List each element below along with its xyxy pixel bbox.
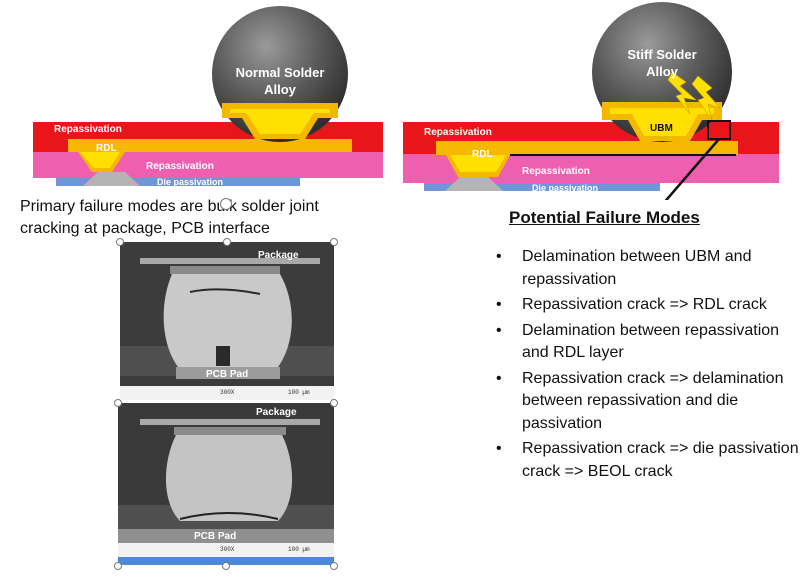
right-cross-section-diagram bbox=[403, 2, 779, 200]
right-crack-bolt-2 bbox=[691, 75, 721, 121]
right-rdl-inner bbox=[450, 155, 506, 172]
selection-handle-bottom-right[interactable] bbox=[330, 562, 338, 570]
right-callout-line bbox=[664, 138, 720, 200]
right-die-passivation-layer bbox=[424, 181, 660, 191]
rotation-handle-icon[interactable] bbox=[220, 198, 232, 210]
right-die-passivation-label: Die passivation bbox=[532, 183, 599, 193]
sem-top-package-label: Package bbox=[258, 250, 299, 261]
sem-top-graphic bbox=[120, 242, 334, 400]
left-rdl-label: RDL bbox=[96, 143, 117, 154]
sem-top-magnification: 300X bbox=[220, 389, 235, 396]
selection-handle-middle-left[interactable] bbox=[114, 399, 122, 407]
selection-handle-top-right[interactable] bbox=[330, 238, 338, 246]
right-rdl-label: RDL bbox=[472, 149, 493, 160]
list-item: • Delamination between repassivation and … bbox=[496, 320, 806, 365]
selection-handle-middle-right[interactable] bbox=[330, 399, 338, 407]
left-ubm-inner bbox=[230, 109, 330, 134]
bullet-icon: • bbox=[496, 369, 502, 387]
right-crack-bolt-1 bbox=[667, 71, 697, 115]
failure-mode-text: Repassivation crack => delamination betw… bbox=[522, 369, 784, 432]
left-repassivation-mid-label: Repassivation bbox=[146, 161, 214, 172]
right-ubm-inner bbox=[610, 108, 714, 136]
list-item: • Repassivation crack => RDL crack bbox=[496, 294, 806, 317]
left-die-passivation-layer bbox=[56, 176, 300, 186]
sem-top-pcb-pad-label: PCB Pad bbox=[206, 369, 249, 380]
sem-bottom-magnification: 300X bbox=[220, 546, 235, 553]
sem-bottom-pcb-pad-label: PCB Pad bbox=[194, 531, 237, 542]
left-ball-label-line2: Alloy bbox=[264, 82, 296, 97]
left-die-pad bbox=[83, 172, 140, 186]
bullet-icon: • bbox=[496, 248, 502, 265]
bullet-icon: • bbox=[496, 321, 502, 339]
selection-handle-bottom-middle[interactable] bbox=[222, 562, 230, 570]
left-rdl-inner bbox=[80, 152, 120, 168]
potential-failure-modes-title: Potential Failure Modes bbox=[509, 208, 700, 227]
left-ball-label-line1: Normal Solder bbox=[235, 65, 325, 80]
list-item: • Repassivation crack => delamination bet… bbox=[496, 368, 806, 436]
failure-modes-list: • Delamination between UBM and repassivat… bbox=[496, 246, 806, 486]
failure-mode-text: Repassivation crack => die passivation c… bbox=[522, 440, 799, 480]
failure-mode-text: Delamination between UBM and repassivati… bbox=[522, 248, 752, 288]
selection-handle-top-middle[interactable] bbox=[223, 238, 231, 246]
sem-image-bottom[interactable]: Package PCB Pad 300X 100 µm bbox=[118, 403, 334, 565]
left-repassivation-top-label: Repassivation bbox=[54, 124, 122, 135]
right-ball-label-line1: Stiff Solder bbox=[627, 47, 697, 62]
bullet-icon: • bbox=[496, 296, 502, 313]
right-rdl-layer bbox=[436, 141, 738, 177]
left-cross-section-diagram bbox=[33, 6, 383, 186]
bullet-icon: • bbox=[496, 440, 502, 457]
left-die-passivation-label: Die passivation bbox=[157, 177, 224, 187]
sem-image-top[interactable]: Package PCB Pad 300X 100 µm bbox=[120, 242, 334, 400]
sem-bottom-graphic bbox=[118, 403, 334, 565]
failure-mode-text: Repassivation crack => RDL crack bbox=[522, 296, 767, 313]
right-ball-label-line2: Alloy bbox=[646, 64, 678, 79]
left-rdl-layer bbox=[68, 139, 352, 172]
sem-bottom-package-label: Package bbox=[256, 407, 297, 418]
sem-top-scale-bar: 100 µm bbox=[288, 389, 310, 396]
failure-mode-text: Delamination between repassivation and R… bbox=[522, 321, 780, 362]
selection-handle-bottom-left[interactable] bbox=[114, 562, 122, 570]
selection-handle-top-left[interactable] bbox=[116, 238, 124, 246]
primary-failure-caption: Primary failure modes are bulk solder jo… bbox=[20, 198, 319, 237]
list-item: • Repassivation crack => die passivation … bbox=[496, 438, 806, 483]
list-item: • Delamination between UBM and repassivat… bbox=[496, 246, 806, 291]
sem-bottom-scale-bar: 100 µm bbox=[288, 546, 310, 553]
right-repassivation-top-label: Repassivation bbox=[424, 127, 492, 138]
right-die-pad bbox=[445, 177, 503, 191]
right-ubm-label: UBM bbox=[650, 123, 673, 134]
right-repassivation-mid-label: Repassivation bbox=[522, 166, 590, 177]
